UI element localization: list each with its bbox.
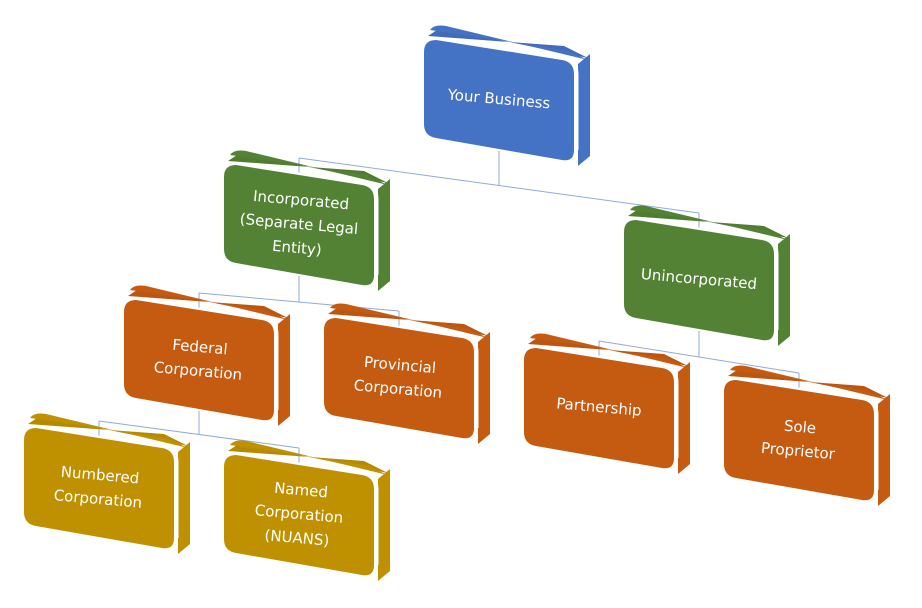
box-top-face-shade xyxy=(330,303,488,338)
node-partnership: Partnership xyxy=(521,333,690,474)
node-unincorporated: Unincorporated xyxy=(621,205,790,346)
node-incorporated: Incorporated(Separate LegalEntity) xyxy=(221,150,390,291)
node-federal: FederalCorporation xyxy=(121,285,290,426)
box-front-face xyxy=(624,220,774,341)
box-front-face xyxy=(324,318,474,439)
box-side-face xyxy=(778,234,790,346)
connector-bar-incorporated xyxy=(198,292,400,312)
node-sole: SoleProprietor xyxy=(721,365,890,506)
box-top-face-shade xyxy=(730,365,888,400)
connectors xyxy=(98,151,800,467)
box-front-face xyxy=(224,455,374,576)
box-top-face-shade xyxy=(430,25,588,60)
box-side-face xyxy=(178,442,190,554)
node-label-line: (NUANS) xyxy=(264,526,330,550)
connector-bar-federal xyxy=(98,420,300,449)
node-label-line: Federal xyxy=(172,336,229,359)
box-side-face xyxy=(678,362,690,474)
node-named: NamedCorporation(NUANS) xyxy=(221,440,390,581)
node-label-line: Named xyxy=(274,479,329,502)
box-front-face xyxy=(124,300,274,421)
box-top-face-shade xyxy=(230,440,388,475)
box-side-face xyxy=(478,332,490,444)
box-front-face xyxy=(24,428,174,549)
node-numbered: NumberedCorporation xyxy=(21,413,190,554)
node-label-line: Sole xyxy=(783,417,817,438)
box-front-face xyxy=(424,40,574,161)
box-front-face xyxy=(724,380,874,501)
box-top-face-shade xyxy=(130,285,288,320)
box-side-face xyxy=(578,54,590,166)
box-top-face-shade xyxy=(530,333,688,368)
box-top-face-shade xyxy=(230,150,388,185)
node-provincial: ProvincialCorporation xyxy=(321,303,490,444)
node-root: Your Business xyxy=(421,25,590,166)
connector-bar-root xyxy=(298,157,700,214)
node-label-line: Entity) xyxy=(271,237,322,259)
box-top-face-shade xyxy=(30,413,188,448)
box-side-face xyxy=(378,469,390,581)
box-side-face xyxy=(878,394,890,506)
box-side-face xyxy=(378,179,390,291)
box-top-face-shade xyxy=(630,205,788,240)
box-front-face xyxy=(524,348,674,469)
connector-bar-unincorporated xyxy=(598,340,800,374)
box-side-face xyxy=(278,314,290,426)
box-front-face xyxy=(224,165,374,286)
